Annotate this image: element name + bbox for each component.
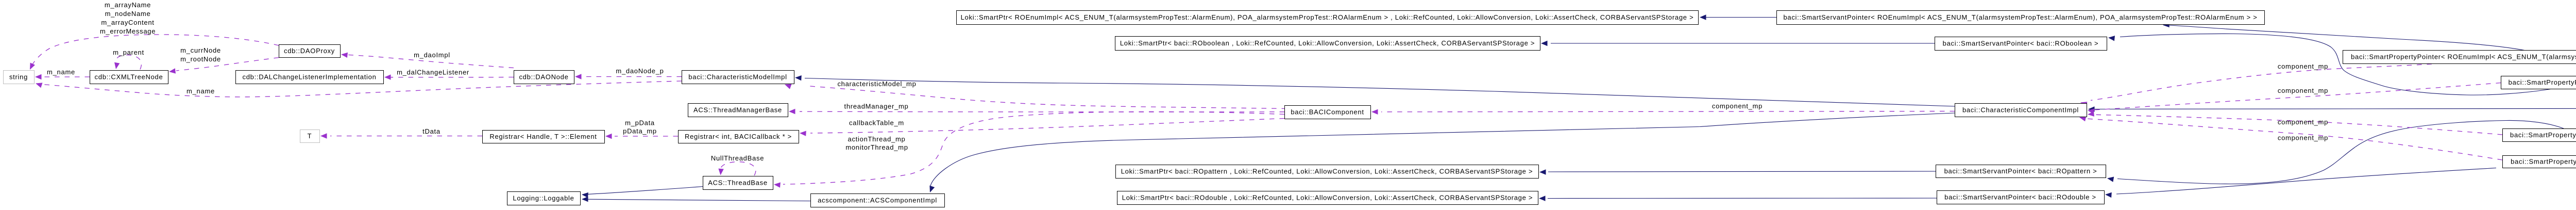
svg-text:cdb::CXMLTreeNode: cdb::CXMLTreeNode bbox=[95, 73, 163, 81]
svg-text:m_pData: m_pData bbox=[625, 119, 655, 127]
svg-text:component_mp: component_mp bbox=[2278, 87, 2328, 94]
svg-text:m_dalChangeListener: m_dalChangeListener bbox=[397, 69, 469, 76]
svg-text:component_mp: component_mp bbox=[2278, 134, 2328, 142]
svg-text:m_name: m_name bbox=[47, 68, 75, 76]
svg-text:m_arrayContent: m_arrayContent bbox=[101, 19, 154, 26]
svg-text:ACS::ThreadManagerBase: ACS::ThreadManagerBase bbox=[693, 106, 782, 114]
svg-text:Logging::Loggable: Logging::Loggable bbox=[513, 195, 574, 202]
svg-text:m_arrayName: m_arrayName bbox=[105, 1, 151, 9]
svg-text:T: T bbox=[308, 132, 312, 140]
svg-text:m_daoNode_p: m_daoNode_p bbox=[616, 67, 664, 75]
svg-text:threadManager_mp: threadManager_mp bbox=[844, 103, 909, 110]
svg-text:cdb::DAONode: cdb::DAONode bbox=[519, 73, 568, 81]
svg-text:Loki::SmartPtr< ROEnumImpl< AC: Loki::SmartPtr< ROEnumImpl< ACS_ENUM_T(a… bbox=[961, 13, 1694, 21]
svg-text:characteristicModel_mp: characteristicModel_mp bbox=[837, 80, 916, 88]
svg-text:Loki::SmartPtr< baci::ROdouble: Loki::SmartPtr< baci::ROdouble , Loki::R… bbox=[1122, 194, 1533, 202]
svg-text:baci::SmartServantPointer< ROE: baci::SmartServantPointer< ROEnumImpl< A… bbox=[1783, 13, 2257, 21]
svg-text:baci::SmartServantPointer< bac: baci::SmartServantPointer< baci::ROdoubl… bbox=[1944, 193, 2096, 201]
svg-text:pData_mp: pData_mp bbox=[623, 127, 657, 135]
svg-text:actionThread_mp: actionThread_mp bbox=[848, 135, 906, 143]
svg-text:baci::SmartPropertyPointer< ba: baci::SmartPropertyPointer< baci::ROpatt… bbox=[2510, 131, 2576, 139]
svg-text:Registrar< int, BACICallback *: Registrar< int, BACICallback * > bbox=[685, 133, 792, 140]
svg-text:baci::SmartPropertyPointer< RO: baci::SmartPropertyPointer< ROEnumImpl< … bbox=[2351, 53, 2576, 61]
svg-text:component_mp: component_mp bbox=[2278, 62, 2328, 70]
svg-text:baci::BACIComponent: baci::BACIComponent bbox=[1291, 108, 1364, 116]
svg-text:acscomponent::ACSComponentImpl: acscomponent::ACSComponentImpl bbox=[818, 197, 937, 204]
svg-text:m_currNode: m_currNode bbox=[180, 46, 221, 54]
svg-text:string: string bbox=[9, 73, 28, 81]
svg-text:baci::SmartServantPointer< bac: baci::SmartServantPointer< baci::ROpatte… bbox=[1944, 167, 2097, 175]
svg-text:m_name: m_name bbox=[187, 87, 215, 95]
svg-text:baci::SmartPropertyPointer< ba: baci::SmartPropertyPointer< baci::ROdoub… bbox=[2511, 158, 2576, 166]
svg-text:baci::SmartPropertyPointer< ba: baci::SmartPropertyPointer< baci::RObool… bbox=[2509, 78, 2576, 86]
svg-text:m_parent: m_parent bbox=[113, 49, 144, 56]
svg-text:cdb::DALChangeListenerImplemen: cdb::DALChangeListenerImplementation bbox=[242, 73, 376, 81]
svg-text:monitorThread_mp: monitorThread_mp bbox=[845, 143, 908, 151]
svg-text:m_nodeName: m_nodeName bbox=[105, 10, 151, 18]
svg-text:component_mp: component_mp bbox=[2278, 118, 2328, 126]
svg-text:m_rootNode: m_rootNode bbox=[180, 55, 221, 63]
svg-text:Loki::SmartPtr< baci::ROboolea: Loki::SmartPtr< baci::ROboolean , Loki::… bbox=[1120, 39, 1535, 47]
svg-text:Registrar< Handle, T >::Elemen: Registrar< Handle, T >::Element bbox=[489, 133, 597, 140]
svg-text:Loki::SmartPtr< baci::ROpatter: Loki::SmartPtr< baci::ROpattern , Loki::… bbox=[1121, 168, 1533, 175]
svg-text:tData: tData bbox=[422, 127, 440, 135]
svg-text:m_daoImpl: m_daoImpl bbox=[414, 51, 450, 59]
svg-text:baci::CharacteristicModelImpl: baci::CharacteristicModelImpl bbox=[688, 73, 787, 81]
svg-text:baci::SmartServantPointer< bac: baci::SmartServantPointer< baci::ROboole… bbox=[1943, 40, 2099, 47]
svg-text:m_errorMessage: m_errorMessage bbox=[100, 27, 156, 35]
svg-text:component_mp: component_mp bbox=[1712, 102, 1762, 110]
svg-text:baci::CharacteristicComponentI: baci::CharacteristicComponentImpl bbox=[1962, 106, 2079, 114]
svg-text:ACS::ThreadBase: ACS::ThreadBase bbox=[708, 179, 768, 187]
svg-text:cdb::DAOProxy: cdb::DAOProxy bbox=[284, 47, 335, 55]
svg-text:NullThreadBase: NullThreadBase bbox=[711, 154, 764, 162]
svg-text:callbackTable_m: callbackTable_m bbox=[849, 119, 904, 127]
